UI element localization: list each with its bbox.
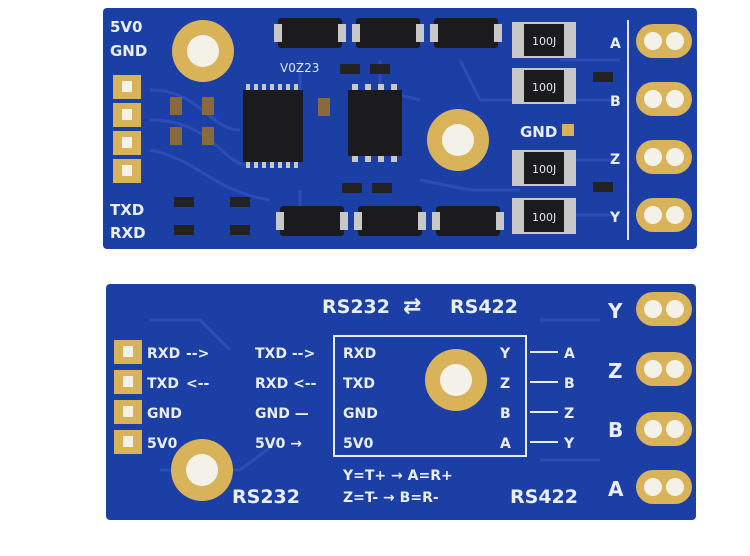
signal-label: Z (564, 406, 574, 422)
pin-label: Y (609, 210, 621, 226)
pin-label: Y (607, 299, 623, 323)
fuse-y: 100J (512, 198, 576, 234)
header-rs422: RS422 (450, 296, 518, 318)
box-pin: Z (500, 376, 510, 392)
box-pin: A (500, 436, 511, 452)
header-pads-left-bottom (114, 340, 142, 454)
header-pads-left (113, 75, 141, 183)
ic-soic (348, 84, 402, 162)
pin-label: 5V0 (147, 436, 178, 452)
svg-text:100J: 100J (532, 163, 556, 176)
signal-label: Y (563, 436, 575, 452)
diodes-top (274, 18, 502, 48)
header-rs232: RS232 (322, 296, 390, 318)
pin-label: TXD (147, 376, 179, 392)
converter-box (333, 335, 527, 457)
terminal-pads-right-bottom (636, 292, 692, 504)
svg-text:100J: 100J (532, 35, 556, 48)
top-board: 5V0 GND TXD RXD V0Z23 (103, 8, 697, 249)
gnd-label: GND (520, 123, 557, 141)
signal-label: TXD --> (255, 346, 315, 362)
diodes-bottom (276, 206, 504, 236)
signal-label: B (564, 376, 575, 392)
signal-label: A (564, 346, 575, 362)
footer-rs232: RS232 (232, 486, 300, 508)
pin-label: A (610, 36, 621, 52)
fuse-b: 100J (512, 68, 576, 104)
pin-label: B (610, 94, 621, 110)
box-pin: 5V0 (343, 436, 374, 452)
pin-label: RXD (110, 224, 146, 242)
equation-2: Z=T- → B=R- (343, 490, 439, 506)
arrow-label: <-- (186, 376, 210, 392)
signal-label: 5V0 → (255, 436, 302, 452)
pin-label: GND (110, 42, 147, 60)
signal-label: RXD <-- (255, 376, 317, 392)
footer-rs422: RS422 (510, 486, 578, 508)
terminal-pads-right (636, 24, 692, 232)
box-pin: Y (499, 346, 511, 362)
bottom-board: RS232 ⇄ RS422 RXD --> TXD <-- GND 5V0 TX… (106, 284, 696, 520)
box-pin: GND (343, 406, 378, 422)
fuse-a: 100J (512, 22, 576, 58)
direction-arrows: ⇄ (403, 294, 421, 319)
svg-text:100J: 100J (532, 211, 556, 224)
pin-label: A (608, 477, 624, 501)
arrow-label: --> (186, 346, 209, 362)
pin-label: 5V0 (110, 18, 142, 36)
pin-label: Z (608, 359, 623, 383)
equation-1: Y=T+ → A=R+ (342, 468, 453, 484)
box-pin: B (500, 406, 511, 422)
ic-tssop (243, 84, 303, 168)
pin-label: GND (147, 406, 182, 422)
pin-label: Z (610, 152, 620, 168)
pin-label: RXD (147, 346, 180, 362)
pin-label: TXD (110, 201, 144, 219)
svg-text:100J: 100J (532, 81, 556, 94)
chip-marking: V0Z23 (280, 61, 319, 75)
pin-label: B (608, 418, 623, 442)
fuse-z: 100J (512, 150, 576, 186)
box-pin: TXD (343, 376, 375, 392)
signal-label: GND — (255, 406, 309, 422)
box-pin: RXD (343, 346, 376, 362)
